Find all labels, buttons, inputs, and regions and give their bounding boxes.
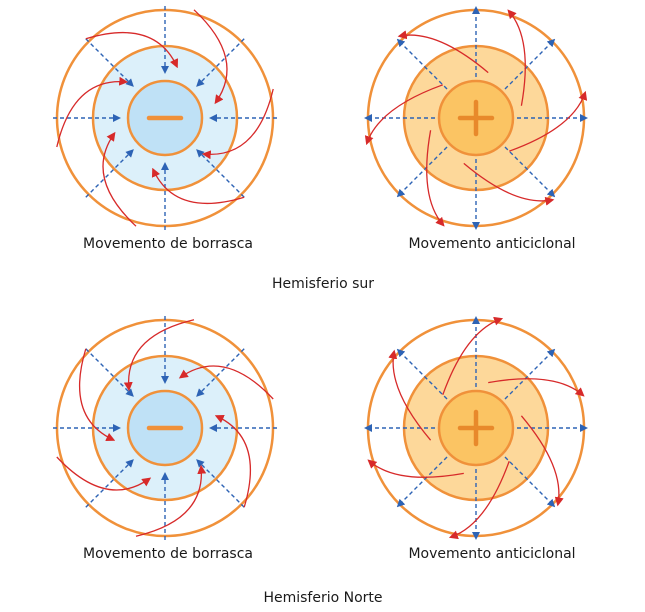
wind-arrow [214,414,252,508]
wind-arrow [397,30,489,74]
wind-arrow [85,31,179,69]
pressure-arrow [504,38,556,90]
pressure-arrow [396,38,448,90]
pressure-arrow [85,38,134,87]
pressure-arrow [504,348,556,400]
high-pressure-diagram-south [364,6,588,230]
wind-arrow [508,90,588,152]
caption-south-high: Movemento anticiclonal [408,236,576,252]
wind-arrow [56,456,152,491]
wind-arrow [463,162,555,206]
wind-arrow [448,460,510,540]
caption-north-high: Movemento anticiclonal [408,546,576,562]
wind-arrow [507,9,526,106]
wind-arrow [102,131,137,227]
pressure-arrow [504,456,556,508]
pressure-arrow [196,149,245,198]
wind-arrow [201,88,274,160]
wind-arrow [193,9,228,105]
wind-arrow [135,464,207,537]
wind-arrow [364,84,444,146]
pressure-arrow [196,348,245,397]
pressure-arrow [85,348,134,397]
wind-arrow [151,167,245,205]
wind-arrow [78,348,116,442]
pressure-arrow [396,348,448,400]
wind-arrow [123,319,195,392]
caption-north-low: Movemento de borrasca [83,546,253,562]
wind-arrow [56,76,129,148]
hemisphere-title-south: Hemisferio sur [271,276,375,292]
high-pressure-diagram-north [364,316,588,540]
wind-arrow [442,316,504,396]
pressure-arrow [396,456,448,508]
wind-arrow [520,415,564,507]
pressure-arrow [85,459,134,508]
wind-arrow [178,365,274,400]
pressure-arrow [504,146,556,198]
caption-south-low: Movemento de borrasca [83,236,253,252]
low-pressure-diagram-south [53,6,277,230]
wind-arrow [488,378,585,397]
pressure-arrow [196,38,245,87]
wind-arrow [367,459,464,478]
hemisphere-title-north: Hemisferio Norte [263,590,383,606]
wind-arrow [388,349,432,441]
low-pressure-diagram-north [53,316,277,540]
pressure-arrow [396,146,448,198]
wind-arrow [426,130,445,227]
pressure-arrow [196,459,245,508]
pressure-arrow [85,149,134,198]
